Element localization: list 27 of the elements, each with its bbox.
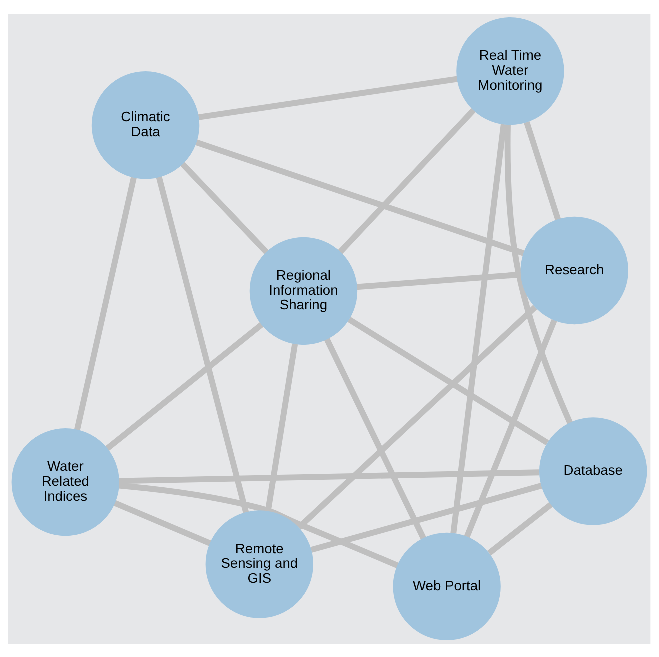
- connector: [119, 469, 540, 484]
- connector: [114, 500, 212, 546]
- connector: [310, 482, 543, 552]
- connector: [198, 76, 458, 120]
- connector: [180, 162, 269, 254]
- node-circle: Regional Information Sharing: [250, 236, 358, 345]
- connector: [74, 176, 137, 430]
- connector: [504, 124, 574, 424]
- connector: [324, 338, 426, 540]
- node-circle: Climatic Data: [92, 71, 200, 179]
- connector: [338, 108, 476, 254]
- connector: [118, 482, 399, 568]
- connector: [464, 318, 558, 538]
- node-circle: Water Related Indices: [12, 428, 120, 536]
- node-circle: Database: [539, 417, 648, 525]
- connector: [348, 316, 550, 446]
- connector: [524, 121, 562, 220]
- connector: [450, 124, 507, 534]
- node-circle: Web Portal: [393, 532, 501, 640]
- connector: [156, 176, 250, 513]
- connector: [488, 502, 554, 556]
- node-circle: Real Time Water Monitoring: [456, 16, 564, 125]
- node-circle: Remote Sensing and GIS: [206, 510, 314, 618]
- connector: [196, 139, 525, 256]
- connector: [105, 322, 264, 451]
- node-circle: Research: [520, 216, 629, 324]
- connector: [265, 343, 298, 512]
